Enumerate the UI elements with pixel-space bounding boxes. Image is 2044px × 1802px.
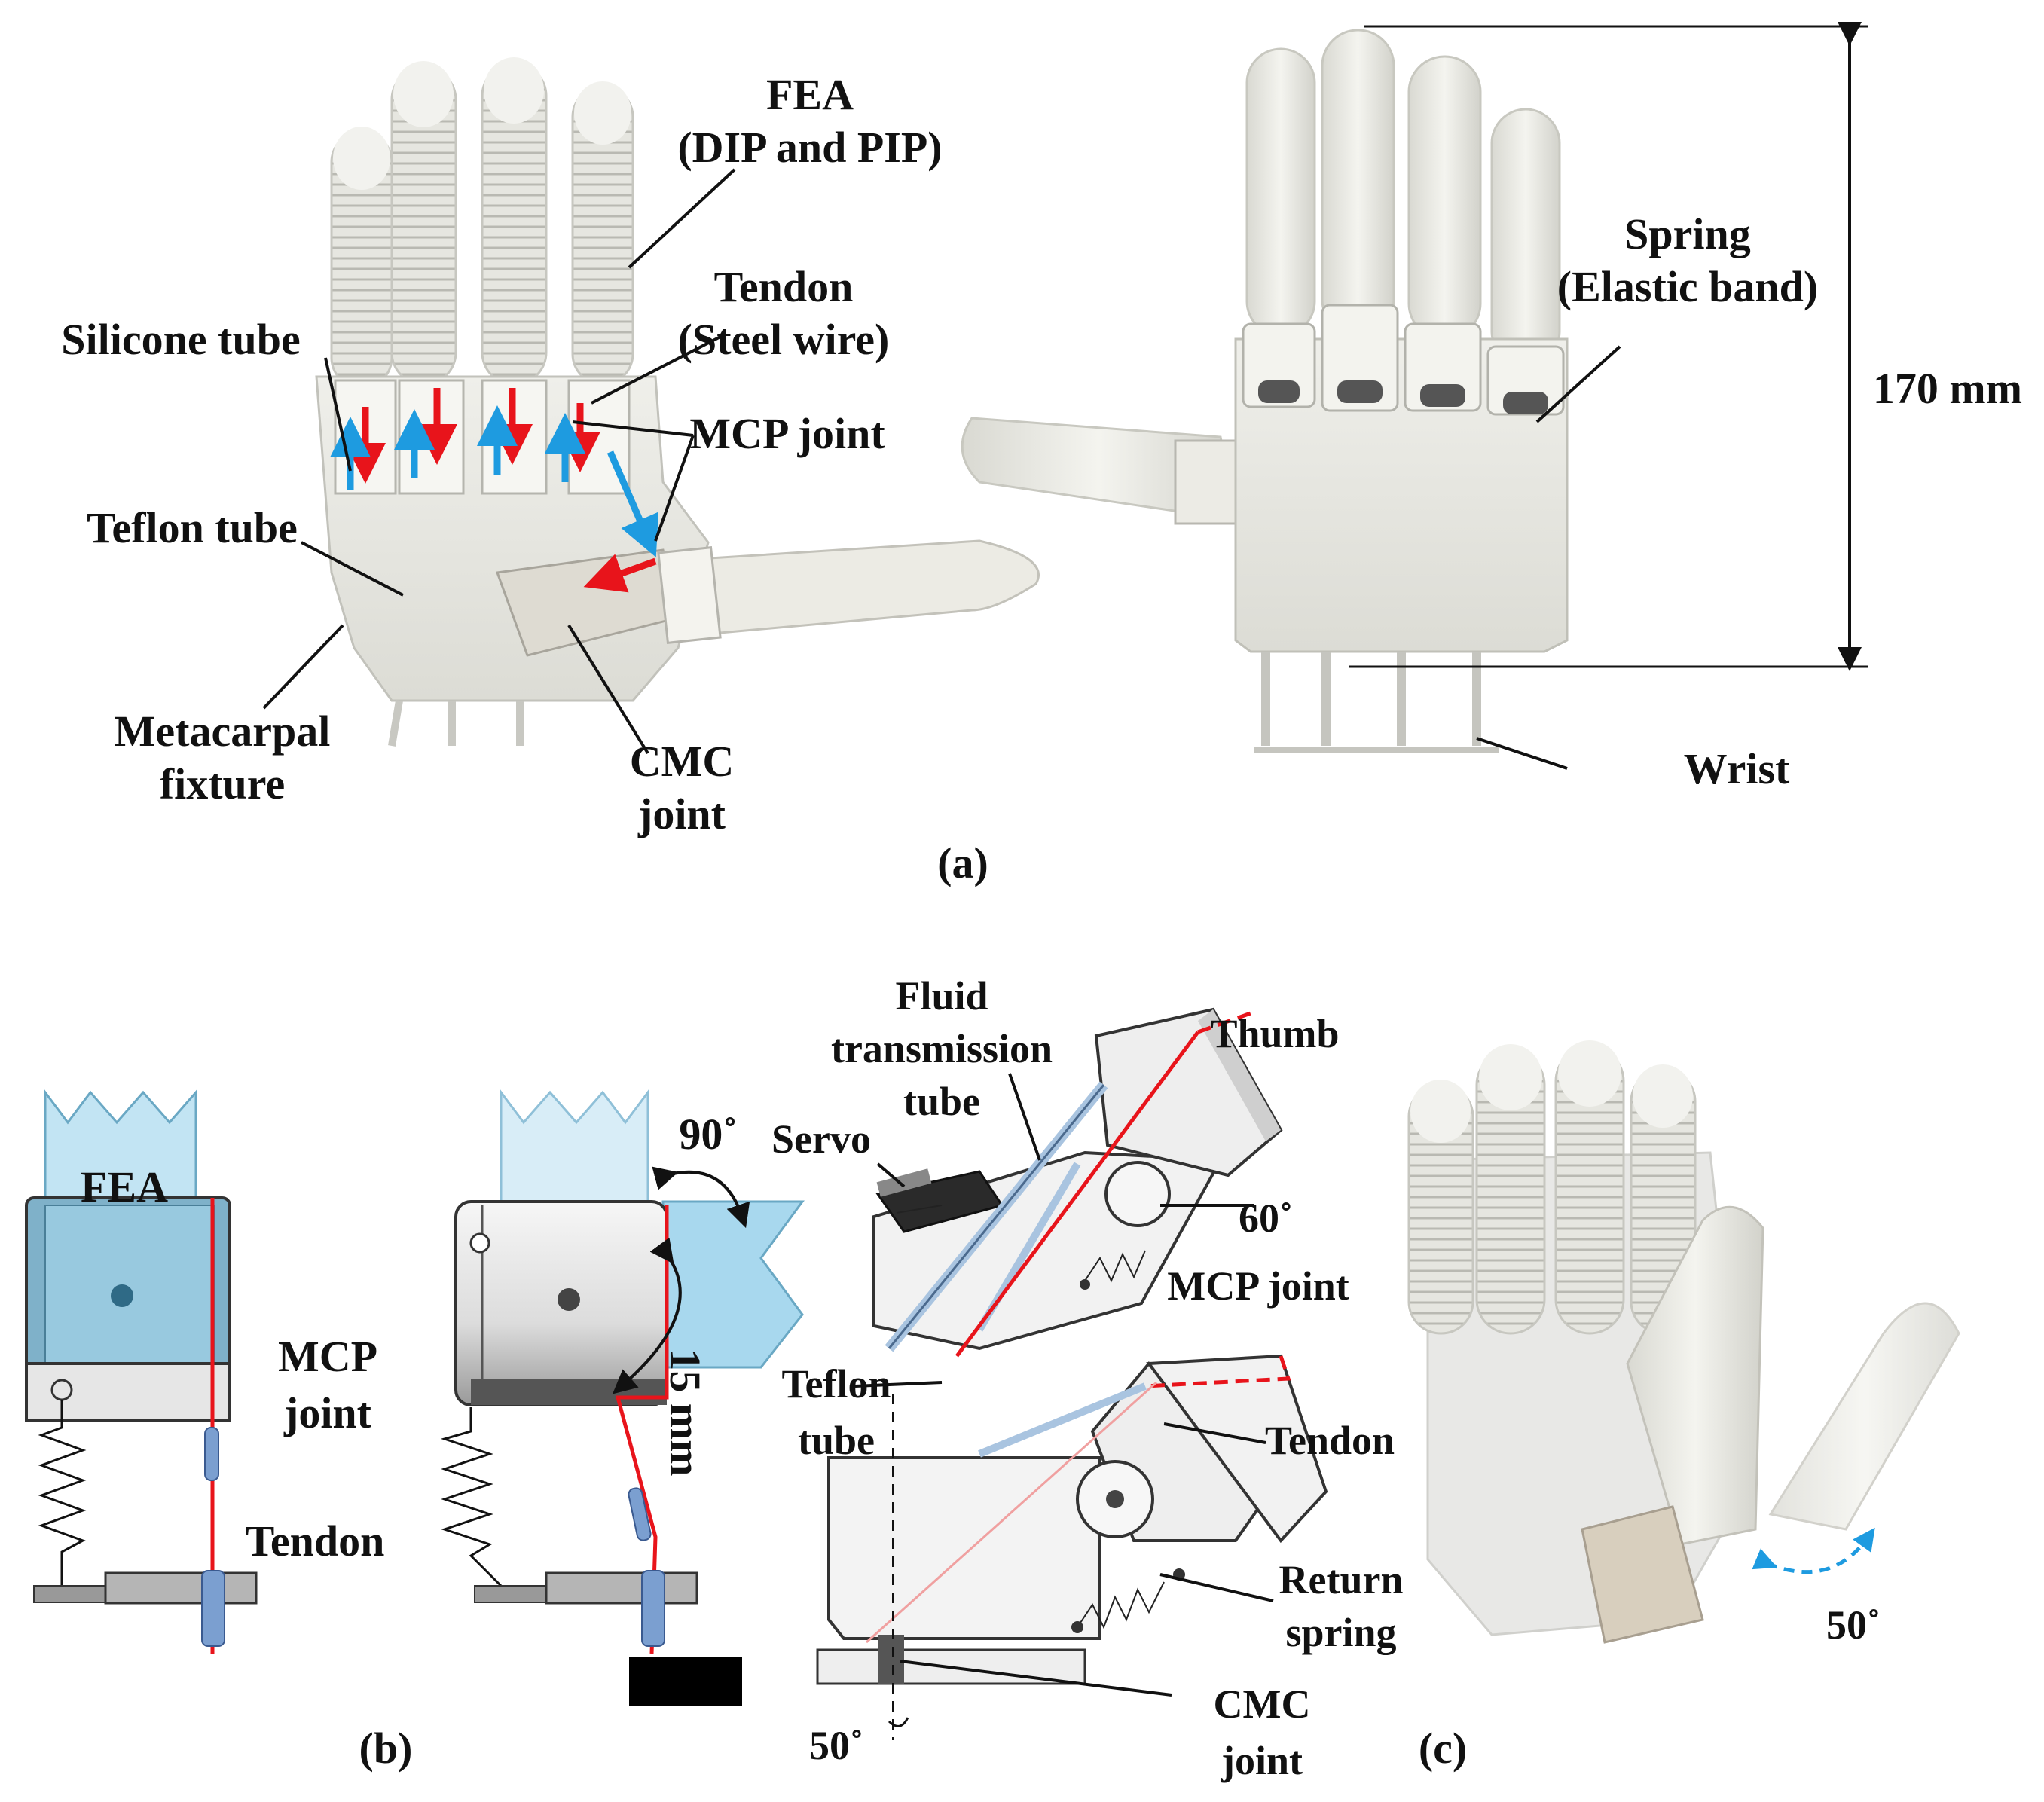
label-silicone-tube: Silicone tube xyxy=(61,315,300,364)
label-c-teflon: Teflon xyxy=(781,1361,891,1406)
label-fea-sub: (DIP and PIP) xyxy=(677,123,942,172)
panel-c-hand-photo xyxy=(1407,1040,1960,1644)
label-cmc-sub: joint xyxy=(637,790,726,838)
label-spring: Spring xyxy=(1624,209,1751,258)
label-mcp-joint: MCP joint xyxy=(689,409,885,458)
caption-a: (a) xyxy=(937,838,988,887)
label-metacarpal: Metacarpal xyxy=(115,707,331,756)
left-hand-fingers xyxy=(330,57,634,389)
panel-b-left-labels: FEA MCP joint Tendon xyxy=(81,1162,384,1565)
panel-b-right-labels: 90˚ 15 mm xyxy=(661,1110,738,1477)
left-hand-tendon-arrows xyxy=(330,388,658,593)
label-teflon-tube: Teflon tube xyxy=(87,503,298,552)
label-c-cmc-sub: joint xyxy=(1221,1738,1303,1783)
right-hand-slots xyxy=(1258,380,1548,414)
label-c-cmc: CMC xyxy=(1214,1681,1311,1727)
label-c-return: Return xyxy=(1279,1557,1404,1602)
label-b-fea: FEA xyxy=(81,1162,168,1211)
label-c-fluid: Fluid xyxy=(895,973,988,1019)
label-cmc: CMC xyxy=(630,737,735,786)
label-wrist: Wrist xyxy=(1684,744,1790,793)
label-spring-sub: (Elastic band) xyxy=(1557,262,1818,311)
panel-c-bottom-assembly xyxy=(816,1354,1328,1740)
panel-a-left-labels: FEA (DIP and PIP) Tendon (Steel wire) Si… xyxy=(61,70,942,838)
label-c-servo: Servo xyxy=(771,1116,871,1162)
label-170mm: 170 mm xyxy=(1873,364,2022,413)
label-tendon: Tendon xyxy=(714,262,854,311)
label-tendon-sub: (Steel wire) xyxy=(678,315,890,364)
label-c-fluid-sub1: transmission xyxy=(831,1026,1053,1071)
panel-b-left-joint xyxy=(25,1089,258,1654)
label-b-mcp-sub: joint xyxy=(283,1388,372,1437)
panel-c-leaders xyxy=(854,1073,1274,1697)
label-c-fluid-sub2: tube xyxy=(903,1079,980,1124)
label-b-15mm: 15 mm xyxy=(661,1348,710,1476)
caption-b: (b) xyxy=(359,1724,413,1773)
panel-a-left-hand xyxy=(262,57,1040,755)
right-hand-palm xyxy=(1234,337,1569,653)
label-b-mcp: MCP xyxy=(278,1332,377,1381)
left-hand-wrist xyxy=(388,700,524,747)
label-c-mcp: MCP joint xyxy=(1167,1263,1349,1309)
panel-a-right-hand xyxy=(961,22,1868,770)
left-hand-leader-lines xyxy=(262,168,736,755)
label-b-90deg: 90˚ xyxy=(679,1110,737,1159)
label-fea: FEA xyxy=(766,70,854,119)
label-c-60deg: 60˚ xyxy=(1239,1196,1293,1241)
label-c-return-sub: spring xyxy=(1285,1610,1396,1655)
label-c-50deg-cmc: 50˚ xyxy=(809,1723,863,1768)
left-hand-mcp-blocks xyxy=(334,379,631,495)
label-c-thumb: Thumb xyxy=(1210,1011,1339,1056)
label-metacarpal-sub: fixture xyxy=(160,759,285,808)
panel-b-right-joint xyxy=(440,1089,805,1706)
left-hand-thumb xyxy=(661,539,1040,638)
panel-c-labels: Fluid transmission tube Thumb Servo 60˚ … xyxy=(771,973,1403,1783)
label-c-50deg-hand: 50˚ xyxy=(1826,1602,1881,1648)
label-c-tendon: Tendon xyxy=(1265,1418,1395,1463)
panel-a-right-labels: Spring (Elastic band) 170 mm Wrist xyxy=(1557,209,2022,793)
label-b-tendon: Tendon xyxy=(246,1516,385,1565)
caption-c: (c) xyxy=(1419,1724,1467,1773)
label-c-teflon-sub: tube xyxy=(798,1418,875,1463)
panel-c-top-assembly xyxy=(872,1007,1283,1358)
